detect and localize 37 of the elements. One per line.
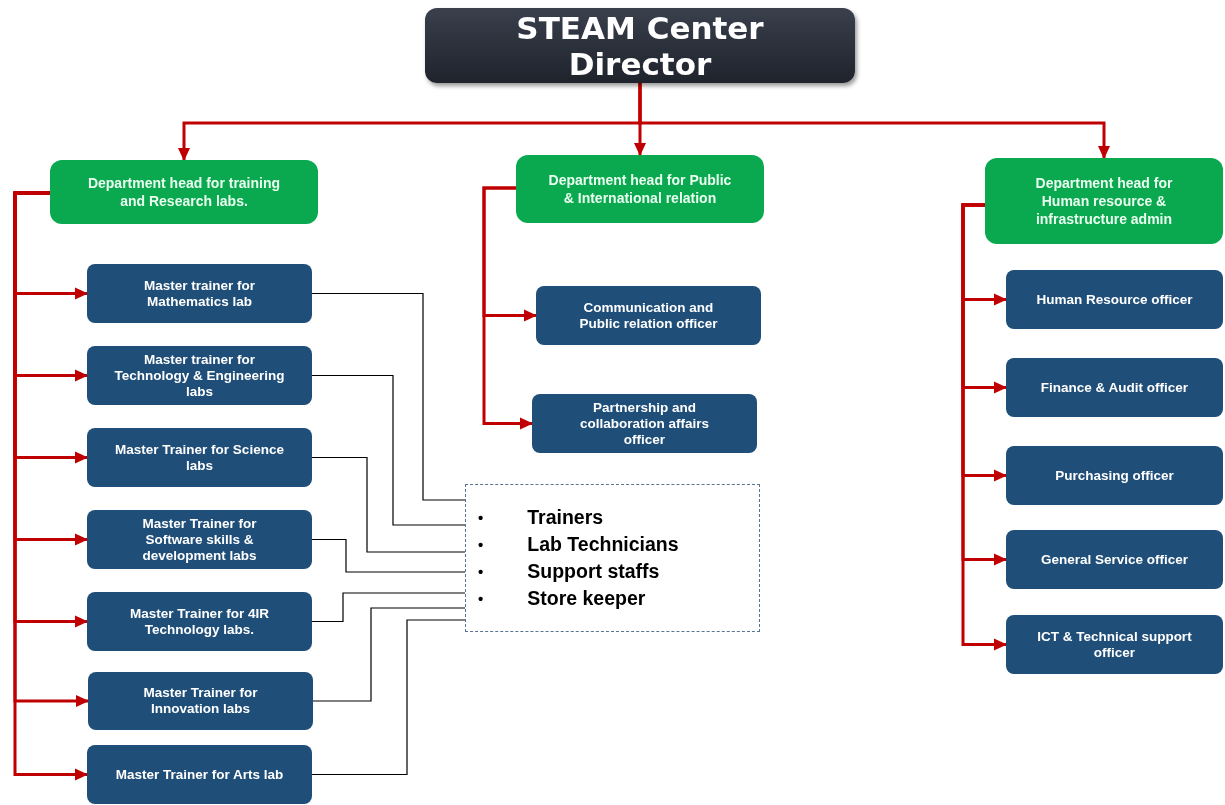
role-box: General Service officer (1006, 530, 1223, 589)
department-box: Department head for Human resource & infrastructure admin (985, 158, 1223, 244)
connector-line (311, 292, 466, 501)
role-box: Master Trainer for Software skills & development labs (87, 510, 312, 569)
bullet: • (478, 562, 484, 582)
department-box: Department head for training and Research labs. (50, 160, 318, 224)
connector-line (311, 592, 466, 623)
role-box: Master Trainer for 4IR Technology labs. (87, 592, 312, 651)
connector-line (311, 538, 466, 573)
connector-line (312, 607, 466, 702)
bullet: • (478, 589, 484, 609)
role-box: Communication and Public relation officer (536, 286, 761, 345)
department-box: Department head for Public & International relation (516, 155, 764, 223)
role-box: Master Trainer for Science labs (87, 428, 312, 487)
arrow (961, 203, 1007, 651)
connector-line (311, 456, 466, 553)
list-item: Store keeper (527, 586, 647, 611)
role-box: Master Trainer for Innovation labs (88, 672, 313, 730)
director-box: STEAM Center Director (425, 8, 855, 83)
list-item: Trainers (527, 505, 605, 530)
role-box: Master Trainer for Arts lab (87, 745, 312, 804)
bullet: • (478, 508, 484, 528)
connector-line (311, 374, 466, 526)
list-item: Support staffs (527, 559, 661, 584)
role-box: Human Resource officer (1006, 270, 1223, 329)
list-item: Lab Technicians (527, 532, 679, 557)
arrow (482, 186, 533, 430)
role-box: Purchasing officer (1006, 446, 1223, 505)
role-box: Finance & Audit officer (1006, 358, 1223, 417)
role-box: Master trainer for Technology & Engineering labs (87, 346, 312, 405)
role-box: Partnership and collaboration affairs officer (532, 394, 757, 453)
connector-line (311, 619, 466, 776)
role-box: Master trainer for Mathematics lab (87, 264, 312, 323)
role-box: ICT & Technical support officer (1006, 615, 1223, 674)
arrow (638, 83, 1110, 159)
bullet: • (478, 535, 484, 555)
staff-list-box (465, 484, 760, 632)
